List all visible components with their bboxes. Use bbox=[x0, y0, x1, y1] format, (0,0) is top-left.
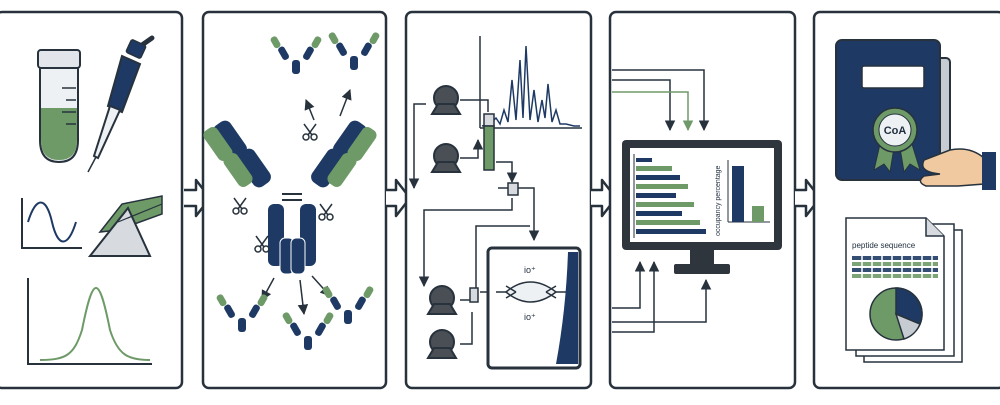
sine-wave-icon bbox=[21, 198, 82, 249]
lc-tubing bbox=[408, 99, 540, 345]
panel-antibody-digestion bbox=[201, 10, 388, 390]
pump-icon bbox=[431, 143, 461, 173]
peptide-sequence-label: peptide sequence bbox=[852, 241, 916, 250]
pump-icon bbox=[427, 285, 457, 315]
column-icon bbox=[469, 113, 519, 303]
ion-label-top: io⁺ bbox=[524, 265, 536, 275]
prism-icon bbox=[87, 195, 163, 257]
pipette-icon bbox=[87, 35, 155, 173]
occupancy-label: occupancy percentage bbox=[715, 165, 722, 236]
panel-sample-prep bbox=[0, 10, 184, 390]
antibody-icon bbox=[203, 120, 377, 275]
panel-data-analysis: occupancy percentage bbox=[608, 10, 797, 390]
panel-lc-ms: io⁺ io⁺ bbox=[404, 10, 593, 390]
seal-icon: CoA bbox=[872, 107, 921, 174]
pump-icon bbox=[427, 329, 457, 359]
peak-chart-icon bbox=[27, 278, 152, 365]
hand-icon bbox=[919, 148, 996, 190]
ion-source-icon: io⁺ io⁺ bbox=[486, 246, 582, 370]
pump-icon bbox=[431, 85, 461, 115]
sequence-grid bbox=[852, 256, 938, 278]
coa-label: CoA bbox=[884, 125, 907, 137]
chromatogram-icon bbox=[479, 36, 582, 129]
data-flow-lines bbox=[612, 69, 712, 333]
ion-label-bottom: io⁺ bbox=[524, 312, 536, 322]
vial-icon bbox=[37, 49, 81, 164]
pie-chart-icon bbox=[869, 287, 923, 341]
bar-chart-icon: occupancy percentage bbox=[633, 154, 770, 238]
panel-reporting: CoA peptide sequence bbox=[812, 10, 1000, 390]
